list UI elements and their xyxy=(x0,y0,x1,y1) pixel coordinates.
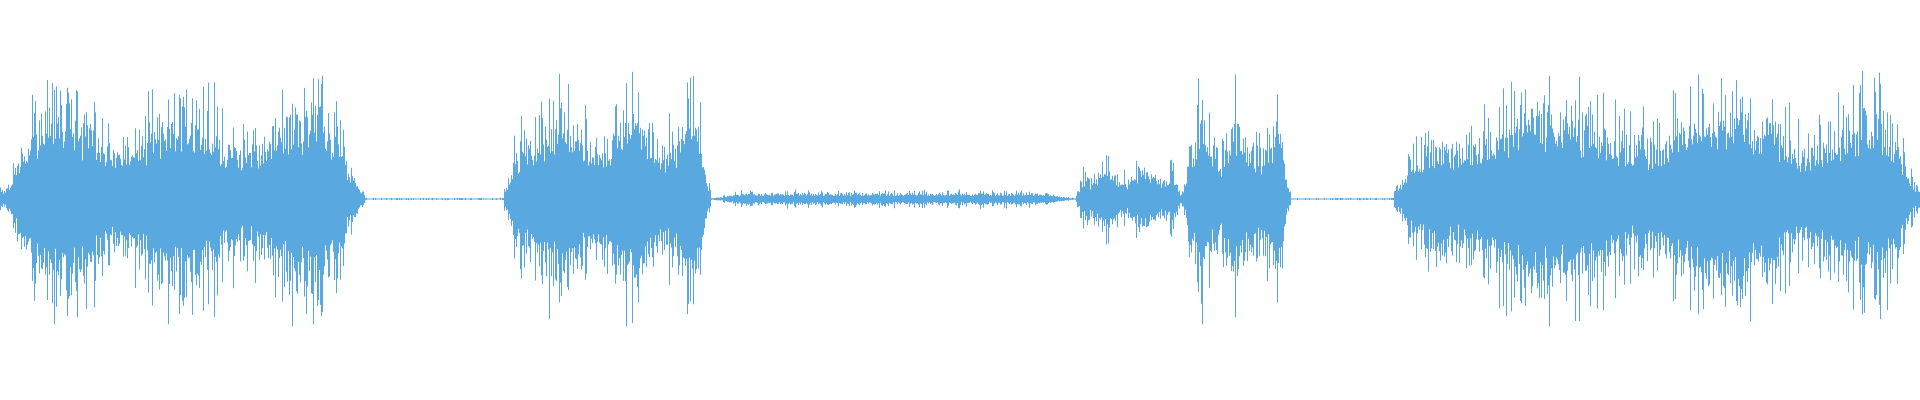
waveform-bars xyxy=(0,71,1920,327)
